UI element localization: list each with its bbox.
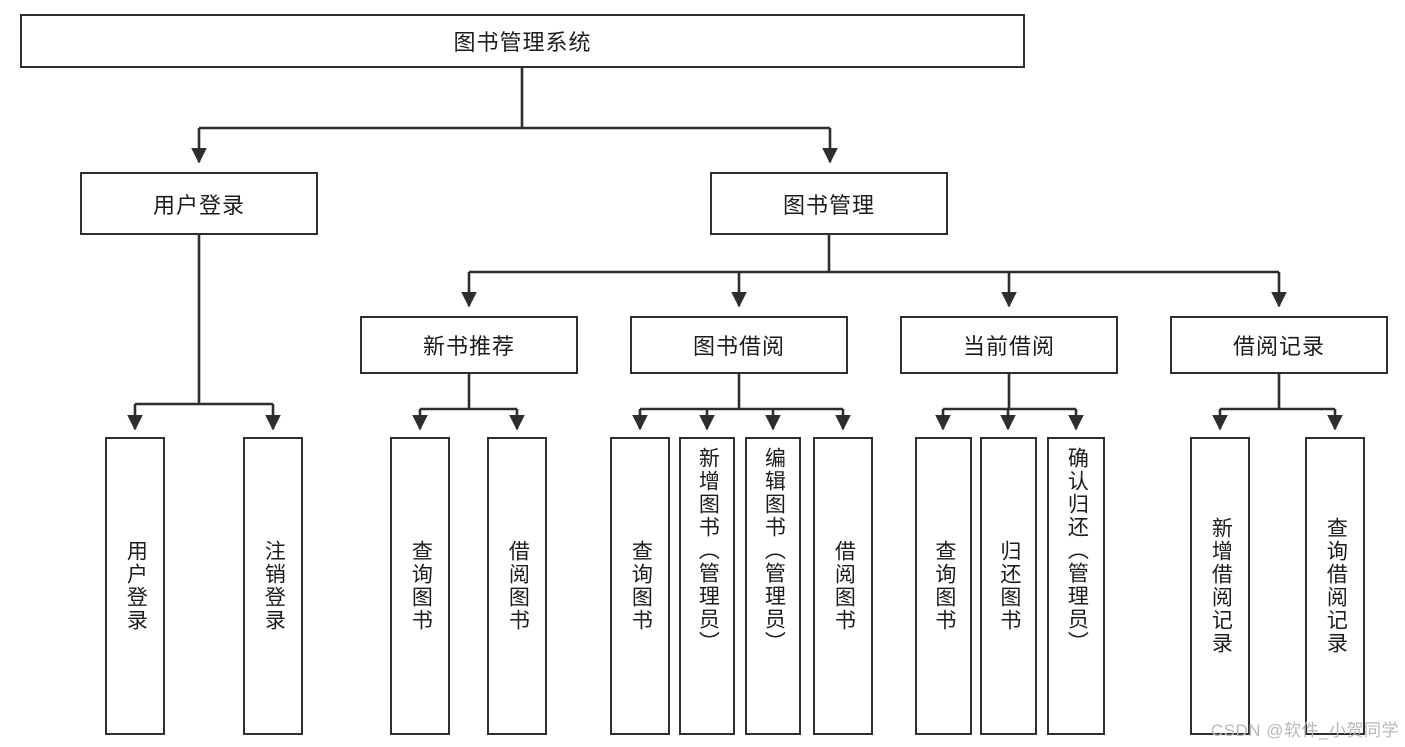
node-leaf-edit-book[interactable]: 编辑图书（管理员） [745,437,801,735]
node-leaf-user-login-label: 用户登录 [124,540,148,632]
node-current-borrow-label: 当前借阅 [962,334,1055,359]
node-current-borrow[interactable]: 当前借阅 [900,316,1118,374]
node-leaf-borrow-book-1-label: 借阅图书 [506,540,530,632]
node-root[interactable]: 图书管理系统 [20,14,1025,68]
node-leaf-user-login[interactable]: 用户登录 [105,437,165,735]
node-book-manage-label: 图书管理 [782,192,875,218]
node-leaf-query-record-label: 查询借阅记录 [1324,517,1348,655]
node-leaf-return-book-label: 归还图书 [997,540,1021,632]
node-leaf-add-book-label: 新增图书（管理员） [696,447,720,654]
node-leaf-query-book-1-label: 查询图书 [409,540,433,632]
node-book-borrow-label: 图书借阅 [692,334,785,359]
node-leaf-query-book-3[interactable]: 查询图书 [915,437,972,735]
node-borrow-record-label: 借阅记录 [1232,334,1325,359]
node-new-book-recommend[interactable]: 新书推荐 [360,316,578,374]
node-root-label: 图书管理系统 [453,30,592,55]
node-leaf-borrow-book-1[interactable]: 借阅图书 [487,437,547,735]
node-leaf-confirm-return-label: 确认归还（管理员） [1065,447,1089,654]
node-book-manage[interactable]: 图书管理 [710,172,948,235]
node-leaf-query-book-1[interactable]: 查询图书 [390,437,450,735]
node-leaf-add-record-label: 新增借阅记录 [1209,517,1233,655]
node-new-book-recommend-label: 新书推荐 [422,334,515,359]
node-leaf-user-logout-label: 注销登录 [262,540,286,632]
node-leaf-add-record[interactable]: 新增借阅记录 [1190,437,1250,735]
node-user-login[interactable]: 用户登录 [80,172,318,235]
node-leaf-edit-book-label: 编辑图书（管理员） [762,447,786,654]
node-leaf-confirm-return[interactable]: 确认归还（管理员） [1047,437,1105,735]
watermark: CSDN @软件_小贺同学 [1210,721,1399,740]
node-leaf-user-logout[interactable]: 注销登录 [243,437,303,735]
node-leaf-query-book-3-label: 查询图书 [932,540,956,632]
node-user-login-label: 用户登录 [152,192,245,218]
node-book-borrow[interactable]: 图书借阅 [630,316,848,374]
node-leaf-return-book[interactable]: 归还图书 [980,437,1037,735]
node-leaf-add-book[interactable]: 新增图书（管理员） [679,437,735,735]
node-leaf-query-book-2-label: 查询图书 [629,540,653,632]
node-leaf-borrow-book-2-label: 借阅图书 [832,540,856,632]
node-borrow-record[interactable]: 借阅记录 [1170,316,1388,374]
node-leaf-query-record[interactable]: 查询借阅记录 [1305,437,1365,735]
node-leaf-query-book-2[interactable]: 查询图书 [610,437,670,735]
node-leaf-borrow-book-2[interactable]: 借阅图书 [813,437,873,735]
